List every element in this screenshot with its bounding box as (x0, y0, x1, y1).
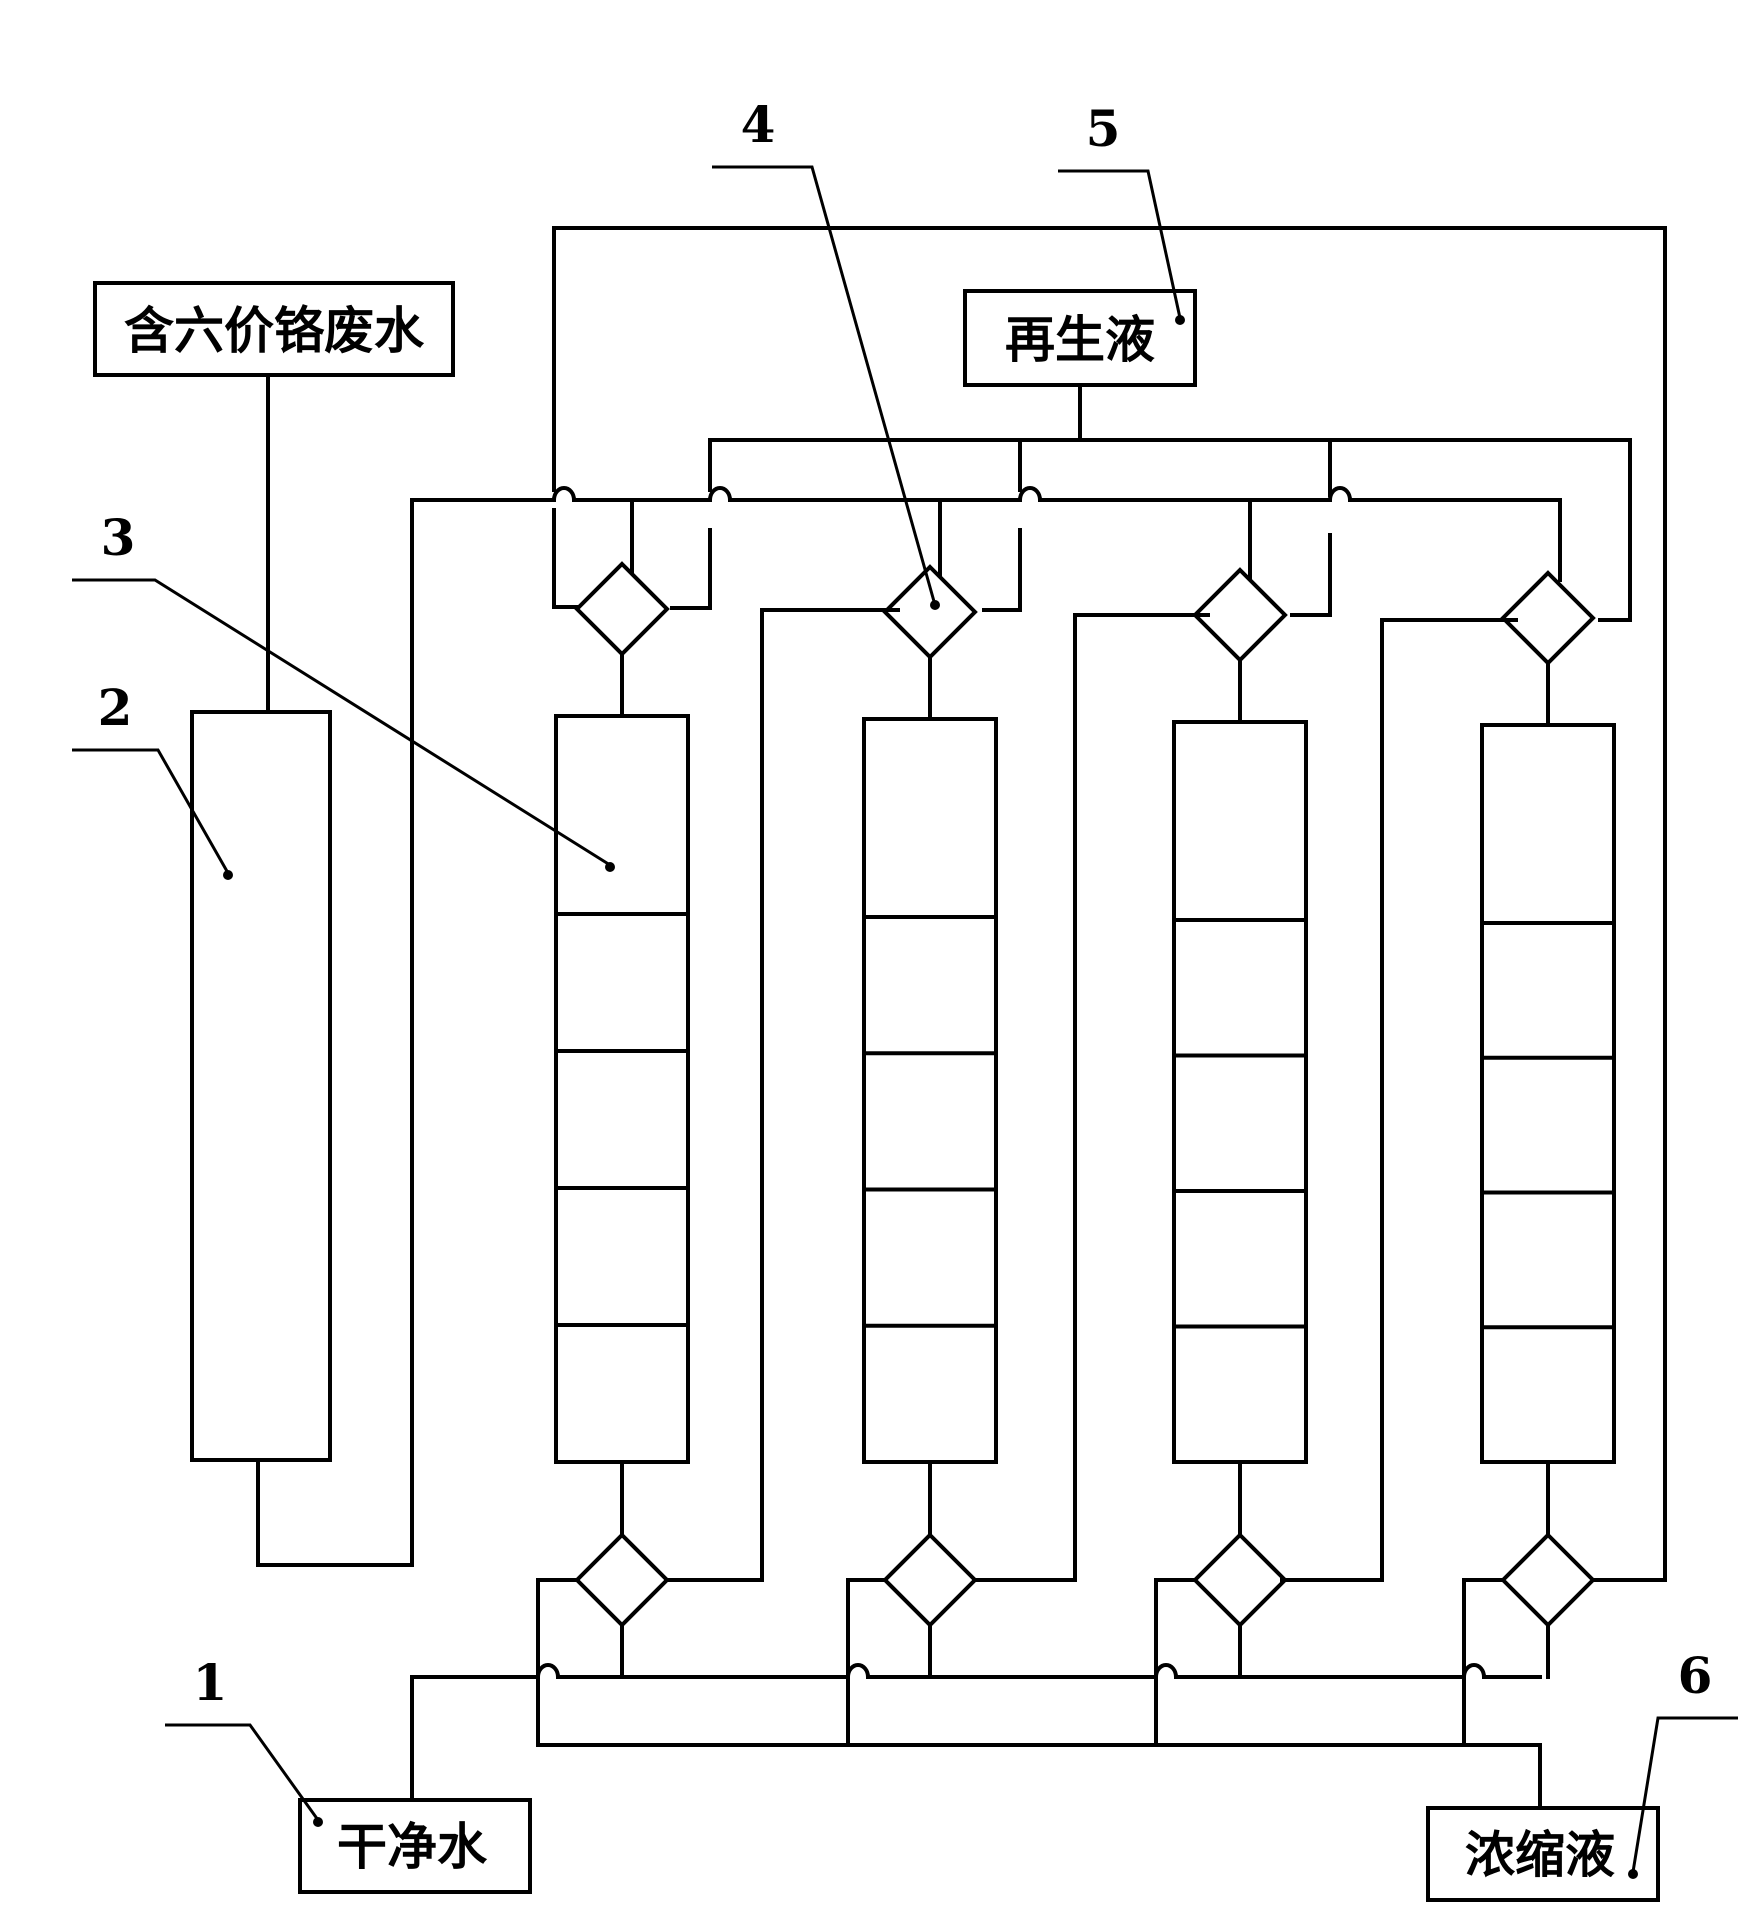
feed-pipe (256, 498, 556, 1567)
callout-3: 3 (72, 508, 615, 872)
ion-exchange-column (1480, 723, 1616, 1464)
top-valve[interactable] (1500, 570, 1596, 666)
bottom-valve[interactable] (1192, 1532, 1288, 1628)
bottom-valve[interactable] (882, 1532, 978, 1628)
ion-exchange-column (554, 714, 690, 1464)
hop-over (1017, 486, 1043, 503)
hop-over (707, 486, 733, 503)
regenerant-branch-1 (670, 438, 712, 610)
clean-water-box (298, 1798, 532, 1894)
clean-water-pipe (410, 1675, 540, 1802)
svg-text:5: 5 (1086, 99, 1121, 158)
wastewater-box (93, 281, 455, 377)
regenerant-branch-3 (1290, 438, 1332, 617)
hop-over (535, 1663, 561, 1680)
hop-over (1153, 1663, 1179, 1680)
ion-exchange-columns (554, 561, 1616, 1679)
clean-water-label: 干净水 (337, 1818, 488, 1876)
svg-text:4: 4 (741, 95, 776, 154)
series-pipe-2-3 (972, 613, 1210, 1582)
top-valve[interactable] (574, 561, 670, 657)
concentrate-header (536, 1743, 1542, 1810)
svg-text:2: 2 (98, 678, 133, 737)
series-pipe-3-4 (1280, 618, 1518, 1582)
callout-1: 1 (165, 1653, 323, 1827)
callout-2: 2 (72, 678, 233, 880)
hop-over (1327, 486, 1353, 503)
feed-header (572, 498, 1562, 582)
callout-5: 5 (1058, 99, 1185, 325)
wastewater-label: 含六价铬废水 (124, 302, 425, 360)
callout-6: 6 (1628, 1646, 1738, 1879)
hop-over (1461, 1663, 1487, 1680)
concentrate-riser-4 (1462, 1578, 1504, 1747)
svg-text:1: 1 (193, 1653, 228, 1712)
bottom-valve[interactable] (1500, 1532, 1596, 1628)
concentrate-label: 浓缩液 (1465, 1826, 1615, 1884)
regenerant-label: 再生液 (1005, 311, 1155, 369)
callout-4: 4 (712, 95, 940, 610)
concentrate-riser-2 (846, 1578, 888, 1747)
concentrate-riser-3 (1154, 1578, 1196, 1747)
top-valve[interactable] (1192, 567, 1288, 663)
hop-over (845, 1663, 871, 1680)
regenerant-branch-2 (982, 438, 1022, 612)
series-pipe-1-2 (664, 608, 900, 1582)
top-valve[interactable] (882, 564, 978, 660)
crossing-pipe (552, 448, 594, 609)
top-loop-pipe (552, 226, 1667, 1582)
pretreatment-column (190, 710, 332, 1462)
concentrate-box (1426, 1806, 1660, 1902)
svg-text:3: 3 (101, 508, 136, 567)
regenerant-manifold (708, 438, 1632, 622)
hop-over (551, 486, 577, 503)
ion-exchange-column (862, 717, 998, 1464)
regenerant-box (963, 289, 1197, 387)
concentrate-riser-1 (536, 1578, 580, 1747)
svg-text:6: 6 (1678, 1646, 1713, 1705)
ion-exchange-column (1172, 720, 1308, 1464)
bottom-valve[interactable] (574, 1532, 670, 1628)
